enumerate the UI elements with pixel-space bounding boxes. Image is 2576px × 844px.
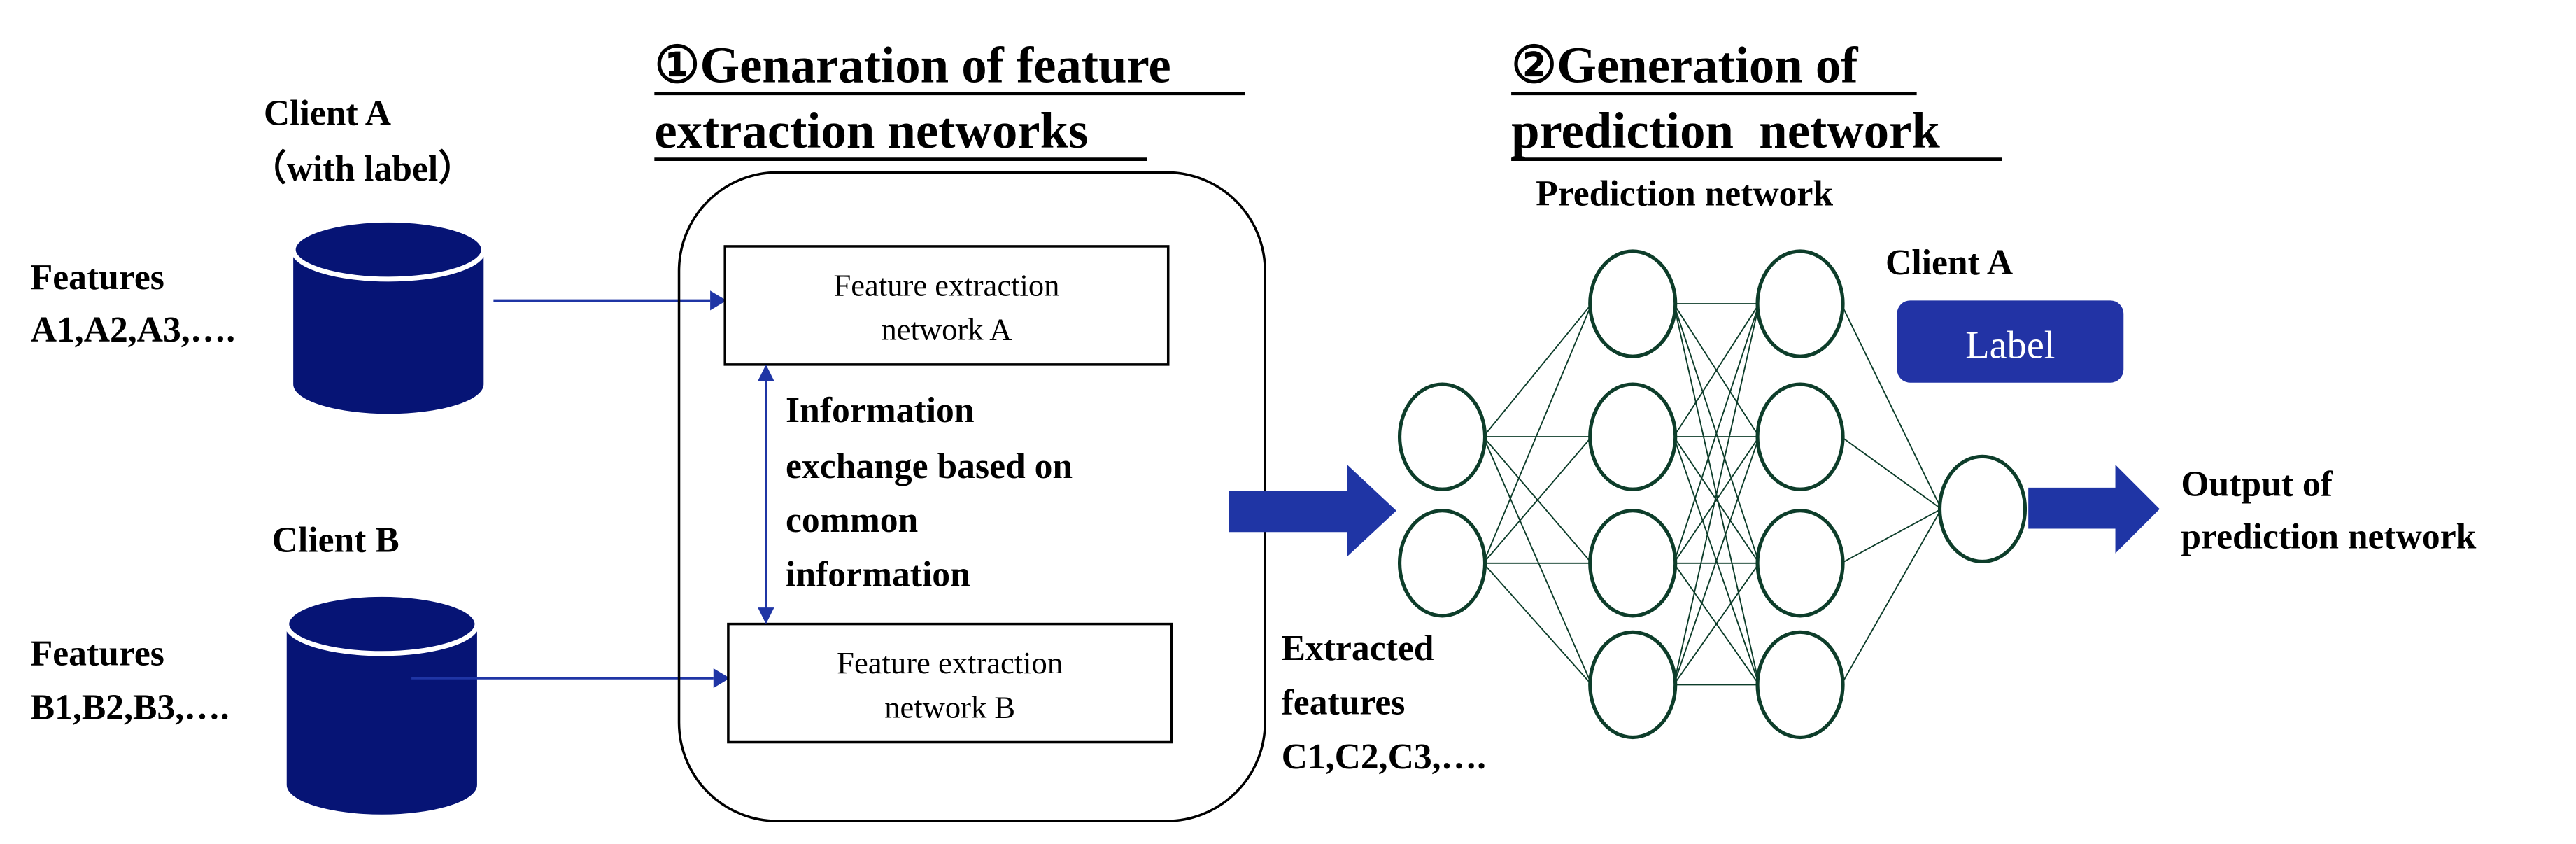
flow-arrow-icon xyxy=(1229,465,1396,557)
network-node xyxy=(1755,630,1845,740)
network-node xyxy=(1755,382,1845,491)
extracted-line: C1,C2,C3,…. xyxy=(1282,737,1486,777)
network-b-line1: Feature extraction xyxy=(837,645,1063,680)
database-icon-b xyxy=(284,591,480,815)
output-line: Output of xyxy=(2181,465,2333,505)
network-b-line2: network B xyxy=(884,689,1015,724)
network-connection xyxy=(1841,436,1942,510)
extracted-features-text: Extracted features C1,C2,C3,…. xyxy=(1282,628,1486,777)
output-line: prediction network xyxy=(2181,517,2476,557)
network-node xyxy=(1588,249,1678,358)
information-exchange-text: Information exchange based on common inf… xyxy=(786,391,1073,595)
network-connection xyxy=(1673,303,1760,437)
network-node xyxy=(1755,509,1845,618)
exchange-line: common xyxy=(786,500,918,540)
client-a-heading: Client A xyxy=(264,93,391,133)
network-connection xyxy=(1673,436,1760,685)
network-a-line1: Feature extraction xyxy=(834,267,1060,302)
network-connection xyxy=(1841,508,1942,564)
feature-extraction-network-a: Feature extraction network A xyxy=(723,245,1170,366)
exchange-line: exchange based on xyxy=(786,446,1073,486)
prediction-network-heading: Prediction network xyxy=(1536,174,1833,213)
network-connection xyxy=(1673,436,1760,564)
network-connection xyxy=(1482,436,1592,564)
network-connection xyxy=(1482,303,1592,564)
information-exchange-arrow xyxy=(758,364,774,624)
network-connection xyxy=(1482,436,1592,685)
network-node xyxy=(1588,382,1678,491)
network-node xyxy=(1755,249,1845,358)
feature-extraction-network-b: Feature extraction network B xyxy=(727,622,1173,744)
network-connection xyxy=(1482,303,1592,437)
network-connection xyxy=(1673,563,1760,685)
network-node xyxy=(1397,509,1487,618)
network-a-line2: network A xyxy=(882,312,1012,347)
arrow-a-to-network xyxy=(493,290,727,311)
database-icon-a xyxy=(290,217,486,414)
label-badge: Label xyxy=(1897,300,2124,383)
extracted-line: Extracted xyxy=(1282,628,1434,668)
prediction-neural-network xyxy=(1397,249,2027,740)
section2-title-line1: ②Generation of xyxy=(1511,36,1858,93)
section2-title-line2: prediction network xyxy=(1511,102,1940,159)
arrow-b-to-network xyxy=(411,668,730,689)
network-node xyxy=(1588,630,1678,740)
section1-title-line1: ①Genaration of feature xyxy=(654,36,1170,93)
network-connection xyxy=(1673,303,1760,685)
network-node xyxy=(1397,382,1487,491)
network-connection xyxy=(1840,303,1942,509)
network-node xyxy=(1937,454,2027,564)
network-connection xyxy=(1673,303,1760,564)
exchange-line: information xyxy=(786,555,970,595)
prediction-client-a-heading: Client A xyxy=(1885,243,2013,283)
extracted-line: features xyxy=(1282,683,1406,723)
label-badge-text: Label xyxy=(1965,323,2055,367)
client-b-features-values: B1,B2,B3,…. xyxy=(31,688,229,728)
exchange-line: Information xyxy=(786,391,975,430)
client-b-features-label: Features xyxy=(31,633,164,673)
client-a-features-values: A1,A2,A3,…. xyxy=(31,310,235,350)
client-a-features-label: Features xyxy=(31,258,164,297)
client-b-heading: Client B xyxy=(272,520,399,560)
output-arrow-icon xyxy=(2028,465,2160,554)
network-connection xyxy=(1840,508,1942,685)
client-a-note: （with label） xyxy=(250,148,474,189)
section1-title-line2: extraction networks xyxy=(654,102,1088,159)
section2-title: ②Generation of prediction network xyxy=(1511,36,2002,161)
section1-title: ①Genaration of feature extraction networ… xyxy=(654,36,1245,161)
network-node xyxy=(1588,509,1678,618)
network-connection xyxy=(1482,563,1592,686)
